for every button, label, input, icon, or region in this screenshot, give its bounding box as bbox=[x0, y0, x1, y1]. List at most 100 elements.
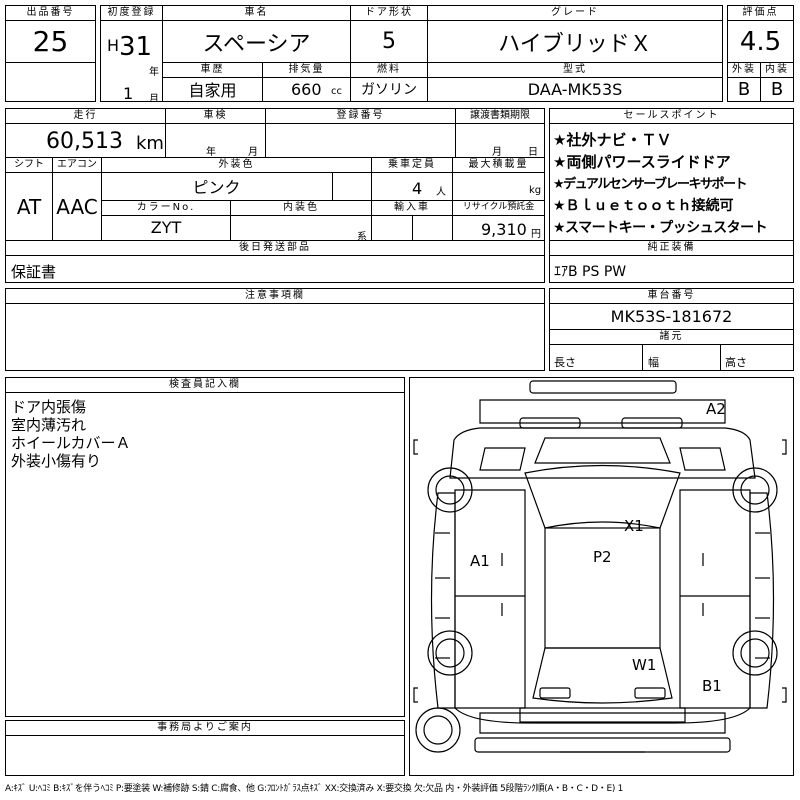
score-label: 評価点 bbox=[728, 6, 793, 21]
history: 自家用 bbox=[188, 81, 237, 100]
registration-number-box: 登録番号 bbox=[265, 108, 456, 158]
sales-point-4: ★Ｂｌｕｅｔｏｏｔｈ接続可 bbox=[553, 198, 734, 214]
aircon-box: エアコン AAC bbox=[52, 157, 102, 241]
fuel: ガソリン bbox=[361, 82, 417, 98]
inspector-label: 検査員記入欄 bbox=[6, 378, 404, 393]
shift-box: シフト AT bbox=[5, 157, 53, 241]
displacement: 660 bbox=[291, 80, 322, 99]
parts-value: 保証書 bbox=[11, 263, 57, 281]
int-color-label: 内装色 bbox=[231, 201, 371, 216]
inspector-line-4: 外装小傷有り bbox=[11, 452, 102, 470]
model-box: 型式 DAA-MK53S bbox=[427, 62, 723, 102]
history-label: 車歴 bbox=[163, 63, 262, 78]
door-label: ドア形状 bbox=[351, 6, 427, 21]
dimensions-label: 諸元 bbox=[550, 330, 793, 345]
int-grade-box: 内装 B bbox=[760, 62, 794, 102]
color-number-label: カラーNo. bbox=[102, 201, 230, 216]
grade-label: グレード bbox=[428, 6, 722, 21]
mark-x1: X1 bbox=[624, 517, 644, 535]
aircon: AAC bbox=[56, 194, 98, 219]
height-label: 高さ bbox=[725, 356, 747, 369]
model-code: DAA-MK53S bbox=[527, 79, 623, 99]
import-box: 輸入車 bbox=[371, 200, 453, 241]
transfer-month-unit: 月 bbox=[492, 147, 502, 158]
mark-w1: W1 bbox=[632, 656, 656, 674]
int-color-box: 内装色 系 bbox=[230, 200, 372, 241]
car-outline-diagram: A2 X1 A1 P2 W1 B1 bbox=[413, 380, 787, 753]
first-registration-box: 初度登録 H 31 年 1 月 bbox=[100, 5, 163, 102]
width-label: 幅 bbox=[648, 356, 659, 369]
sales-point-5: ★スマートキー・プッシュスタート bbox=[553, 220, 768, 236]
lot-number-label: 出品番号 bbox=[6, 6, 95, 21]
ext-grade: B bbox=[737, 78, 751, 100]
equipment-box: 純正装備 ｴｱB PS PW bbox=[549, 240, 794, 283]
month-unit: 月 bbox=[149, 94, 159, 102]
mileage: 60,513 bbox=[46, 129, 123, 154]
office-label: 事務局よりご案内 bbox=[6, 721, 404, 736]
damage-diagram: A2 X1 A1 P2 W1 B1 bbox=[409, 377, 794, 776]
max-load-unit: kg bbox=[529, 185, 542, 196]
mark-a2: A2 bbox=[706, 400, 726, 418]
era: H bbox=[107, 36, 120, 55]
inspection-month-unit: 月 bbox=[248, 147, 258, 158]
transfer-deadline-label: 譲渡書類期限 bbox=[456, 109, 544, 124]
transfer-day-unit: 日 bbox=[528, 147, 538, 158]
capacity: 4 bbox=[412, 179, 423, 198]
color-number: ZYT bbox=[150, 218, 182, 237]
int-grade-label: 内装 bbox=[761, 63, 793, 78]
legend: A:ｷｽﾞ U:ﾍｺﾐ B:ｷｽﾞを伴うﾍｺﾐ P:要塗装 W:補修跡 S:錆 … bbox=[5, 784, 624, 794]
color-number-box: カラーNo. ZYT bbox=[101, 200, 231, 241]
score: 4.5 bbox=[739, 26, 782, 57]
recycle-amount: 9,310 bbox=[481, 220, 527, 239]
transfer-deadline-box: 譲渡書類期限 月 日 bbox=[455, 108, 545, 158]
fuel-label: 燃料 bbox=[351, 63, 427, 78]
door-box: ドア形状 5 bbox=[350, 5, 428, 63]
parts-label: 後日発送部品 bbox=[6, 241, 544, 256]
notes-box: 注意事項欄 bbox=[5, 288, 545, 371]
inspector-line-2: 室内薄汚れ bbox=[11, 416, 87, 434]
capacity-label: 乗車定員 bbox=[372, 158, 452, 173]
model-label: 型式 bbox=[428, 63, 722, 78]
year-unit: 年 bbox=[149, 67, 159, 78]
shift: AT bbox=[16, 194, 42, 219]
parts-box: 後日発送部品 保証書 bbox=[5, 240, 545, 283]
mark-a1: A1 bbox=[470, 552, 490, 570]
grade-box: グレード ハイブリッドＸ bbox=[427, 5, 723, 63]
max-load-box: 最大積載量 kg bbox=[452, 157, 545, 201]
displacement-unit: cc bbox=[331, 86, 342, 97]
displacement-box: 排気量 660 cc bbox=[262, 62, 351, 102]
shift-label: シフト bbox=[6, 158, 52, 173]
ext-color-box: 外装色 ピンク bbox=[101, 157, 372, 201]
sales-point-2: ★両側パワースライドドア bbox=[553, 153, 731, 171]
score-box: 評価点 4.5 bbox=[727, 5, 794, 63]
displacement-label: 排気量 bbox=[263, 63, 350, 78]
sales-point-1: ★社外ナビ・ＴＶ bbox=[553, 131, 672, 149]
first-registration-label: 初度登録 bbox=[101, 6, 162, 21]
grade: ハイブリッドＸ bbox=[498, 31, 652, 57]
ext-color-label: 外装色 bbox=[102, 158, 371, 173]
door-type: 5 bbox=[382, 29, 396, 54]
recycle-unit: 円 bbox=[531, 229, 541, 240]
chassis-box: 車台番号 MK53S-181672 bbox=[549, 288, 794, 330]
max-load-label: 最大積載量 bbox=[453, 158, 544, 173]
inspector-box: 検査員記入欄 ドア内張傷 室内薄汚れ ホイールカバーＡ 外装小傷有り bbox=[5, 377, 405, 717]
lot-number-box: 出品番号 25 bbox=[5, 5, 96, 63]
capacity-unit: 人 bbox=[436, 187, 446, 198]
reg-year: 31 bbox=[119, 32, 153, 62]
recycle-label: リサイクル預託金 bbox=[453, 201, 544, 216]
lot-number-blank bbox=[5, 62, 96, 102]
capacity-box: 乗車定員 4 人 bbox=[371, 157, 453, 201]
aircon-label: エアコン bbox=[53, 158, 101, 173]
sales-point-3: ★デュアルセンサーブレーキサポート bbox=[553, 177, 748, 192]
length-label: 長さ bbox=[554, 356, 576, 369]
mark-p2: P2 bbox=[593, 548, 612, 566]
lot-number: 25 bbox=[32, 25, 69, 58]
sales-points-label: セールスポイント bbox=[550, 109, 793, 124]
office-box: 事務局よりご案内 bbox=[5, 720, 405, 776]
recycle-box: リサイクル預託金 9,310 円 bbox=[452, 200, 545, 241]
inspection-label: 車検 bbox=[166, 109, 265, 124]
inspection-box: 車検 年 月 bbox=[165, 108, 266, 158]
car-name-box: 車名 スペーシア bbox=[162, 5, 351, 63]
fuel-box: 燃料 ガソリン bbox=[350, 62, 428, 102]
dimensions-box: 諸元 長さ 幅 高さ bbox=[549, 329, 794, 371]
